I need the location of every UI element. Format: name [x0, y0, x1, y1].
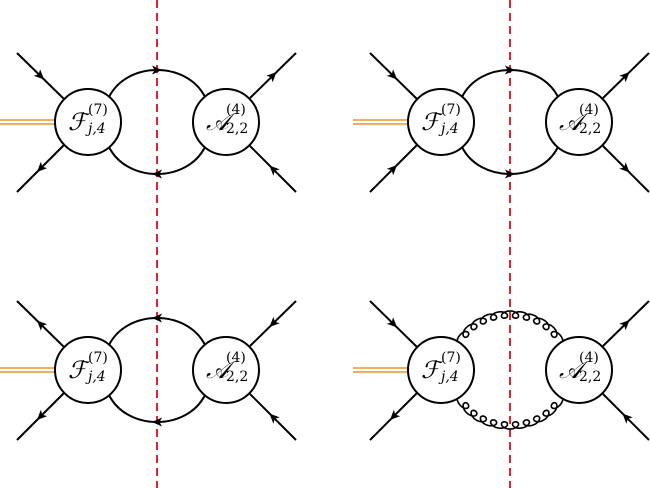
leg-arrow-icon: [386, 317, 398, 328]
amplitude-sub: 2,2: [579, 369, 602, 385]
amplitude-blob: [545, 336, 613, 404]
form-factor-sup: (7): [88, 102, 108, 118]
leg-arrow-icon: [266, 72, 277, 83]
leg-arrow-icon: [619, 72, 630, 83]
amplitude-label: 𝒜(4) 2,2: [196, 350, 262, 390]
loop-arrow-icon: [152, 417, 162, 427]
leg-arrow-icon: [269, 316, 280, 327]
form-factor-sub: j,4: [441, 121, 459, 137]
loop-arrow-icon: [152, 169, 162, 179]
amplitude-label: 𝒜(4) 2,2: [196, 102, 262, 142]
form-factor-label: ℱ(7) j,4: [411, 350, 477, 390]
leg-arrow-icon: [386, 164, 398, 176]
leg-arrow-icon: [36, 409, 48, 421]
leg-arrow-icon: [619, 162, 630, 173]
loop-arrow-icon: [505, 169, 515, 179]
amplitude-symbol: 𝒜: [559, 108, 582, 136]
form-factor-blob: [407, 88, 475, 156]
amplitude-symbol: 𝒜: [206, 108, 229, 136]
gluon-line-lower: [455, 392, 565, 430]
form-factor-sub: j,4: [88, 369, 106, 385]
form-factor-sup: (7): [88, 350, 108, 366]
form-factor-sub: j,4: [88, 121, 106, 137]
form-factor-label: ℱ(7) j,4: [411, 102, 477, 142]
form-factor-sup: (7): [441, 102, 461, 118]
leg-arrow-icon: [622, 413, 633, 424]
amplitude-sup: (4): [226, 350, 246, 366]
amplitude-label: 𝒜(4) 2,2: [549, 102, 615, 142]
leg-arrow-icon: [36, 161, 48, 173]
form-factor-blob: [407, 336, 475, 404]
leg-arrow-icon: [269, 165, 280, 176]
amplitude-sup: (4): [579, 350, 599, 366]
form-factor-symbol: ℱ: [68, 108, 87, 136]
leg-arrow-icon: [269, 413, 280, 424]
leg-arrow-icon: [36, 320, 48, 331]
gluon-line-upper: [455, 310, 565, 348]
leg-arrow-icon: [386, 69, 398, 80]
form-factor-sup: (7): [441, 350, 461, 366]
form-factor-label: ℱ(7) j,4: [58, 102, 124, 142]
loop-arrow-icon: [505, 65, 515, 75]
form-factor-blob: [54, 336, 122, 404]
form-factor-symbol: ℱ: [421, 356, 440, 384]
amplitude-symbol: 𝒜: [559, 356, 582, 384]
loop-arrow-icon: [152, 313, 162, 323]
form-factor-sub: j,4: [441, 369, 459, 385]
amplitude-sup: (4): [226, 102, 246, 118]
amplitude-label: 𝒜(4) 2,2: [549, 350, 615, 390]
amplitude-sub: 2,2: [579, 121, 602, 137]
amplitude-sup: (4): [579, 102, 599, 118]
amplitude-symbol: 𝒜: [206, 356, 229, 384]
amplitude-sub: 2,2: [226, 121, 249, 137]
amplitude-sub: 2,2: [226, 369, 249, 385]
loop-arrow-icon: [152, 65, 162, 75]
form-factor-symbol: ℱ: [68, 356, 87, 384]
amplitude-blob: [192, 88, 260, 156]
form-factor-blob: [54, 88, 122, 156]
leg-arrow-icon: [389, 409, 401, 421]
form-factor-label: ℱ(7) j,4: [58, 350, 124, 390]
form-factor-symbol: ℱ: [421, 108, 440, 136]
leg-arrow-icon: [33, 69, 45, 80]
leg-arrow-icon: [619, 320, 630, 331]
amplitude-blob: [545, 88, 613, 156]
amplitude-blob: [192, 336, 260, 404]
